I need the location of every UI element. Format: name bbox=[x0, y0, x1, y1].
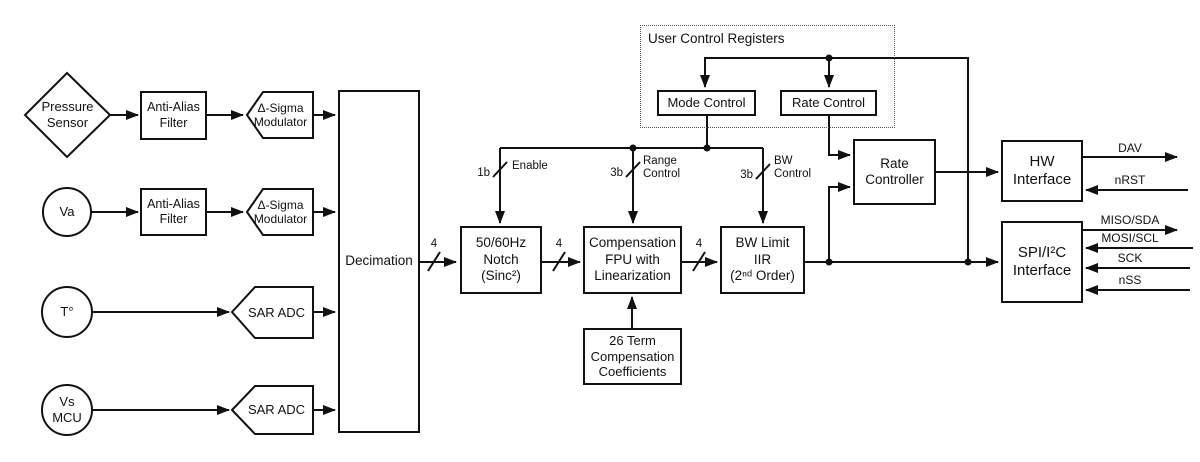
bw-bits-label: 3b bbox=[740, 169, 753, 181]
sar-adc-1-label: SAR ADC bbox=[247, 304, 306, 320]
bus-width-label-2: 4 bbox=[555, 238, 563, 250]
block-notch-filter: 50/60Hz Notch (Sinc²) bbox=[460, 226, 542, 294]
bus-width-label-1: 4 bbox=[430, 238, 438, 250]
bus-slash bbox=[492, 161, 508, 178]
user-control-registers-title: User Control Registers bbox=[648, 31, 785, 46]
pin-nrst: nRST bbox=[1114, 173, 1146, 187]
pin-nss: nSS bbox=[1118, 273, 1142, 287]
enable-bits-label: 1b bbox=[477, 167, 490, 179]
block-compensation-coefficients: 26 Term Compensation Coefficients bbox=[583, 328, 682, 385]
block-compensation-fpu: Compensation FPU with Linearization bbox=[583, 226, 682, 294]
pin-mosi-scl: MOSI/SCL bbox=[1101, 231, 1159, 245]
bus-width-label-3: 4 bbox=[695, 238, 703, 250]
pin-dav: DAV bbox=[1118, 141, 1142, 155]
pin-sck: SCK bbox=[1117, 251, 1143, 265]
block-bw-limit-iir: BW Limit IIR (2ⁿᵈ Order) bbox=[720, 226, 805, 294]
block-hw-interface: HW Interface bbox=[1001, 140, 1083, 202]
bw-control-label: BW Control bbox=[774, 155, 812, 180]
block-spi-i2c-interface: SPI/I²C Interface bbox=[1001, 221, 1083, 303]
sar-adc-2-label: SAR ADC bbox=[247, 401, 306, 417]
temp-source-label: T° bbox=[60, 304, 74, 320]
block-decimation: Decimation bbox=[338, 90, 420, 433]
delta-sigma-1-label: Δ-Sigma Modulator bbox=[253, 100, 308, 129]
bus-slash bbox=[625, 161, 641, 178]
range-bits-label: 3b bbox=[610, 167, 623, 179]
bus-slash bbox=[755, 163, 771, 180]
enable-label: Enable bbox=[512, 160, 548, 172]
block-mode-control: Mode Control bbox=[657, 90, 756, 116]
junction-dots bbox=[629, 54, 972, 266]
block-anti-alias-filter-1: Anti-Alias Filter bbox=[140, 91, 207, 140]
delta-sigma-2-label: Δ-Sigma Modulator bbox=[253, 197, 308, 226]
bus-slash bbox=[692, 251, 706, 272]
va-source-label: Va bbox=[59, 204, 75, 220]
range-control-label: Range Control bbox=[643, 155, 681, 180]
vs-mcu-source-label: Vs MCU bbox=[52, 394, 82, 425]
block-rate-control: Rate Control bbox=[780, 90, 877, 116]
pressure-sensor-label: Pressure Sensor bbox=[41, 99, 94, 130]
pin-miso-sda: MISO/SDA bbox=[1100, 213, 1160, 227]
block-anti-alias-filter-2: Anti-Alias Filter bbox=[140, 188, 207, 236]
block-rate-controller: Rate Controller bbox=[853, 139, 936, 205]
bus-slash bbox=[427, 251, 441, 272]
user-control-registers-group bbox=[640, 25, 895, 128]
pressure-sensor-diamond bbox=[23, 71, 112, 159]
bus-slash bbox=[552, 251, 566, 272]
